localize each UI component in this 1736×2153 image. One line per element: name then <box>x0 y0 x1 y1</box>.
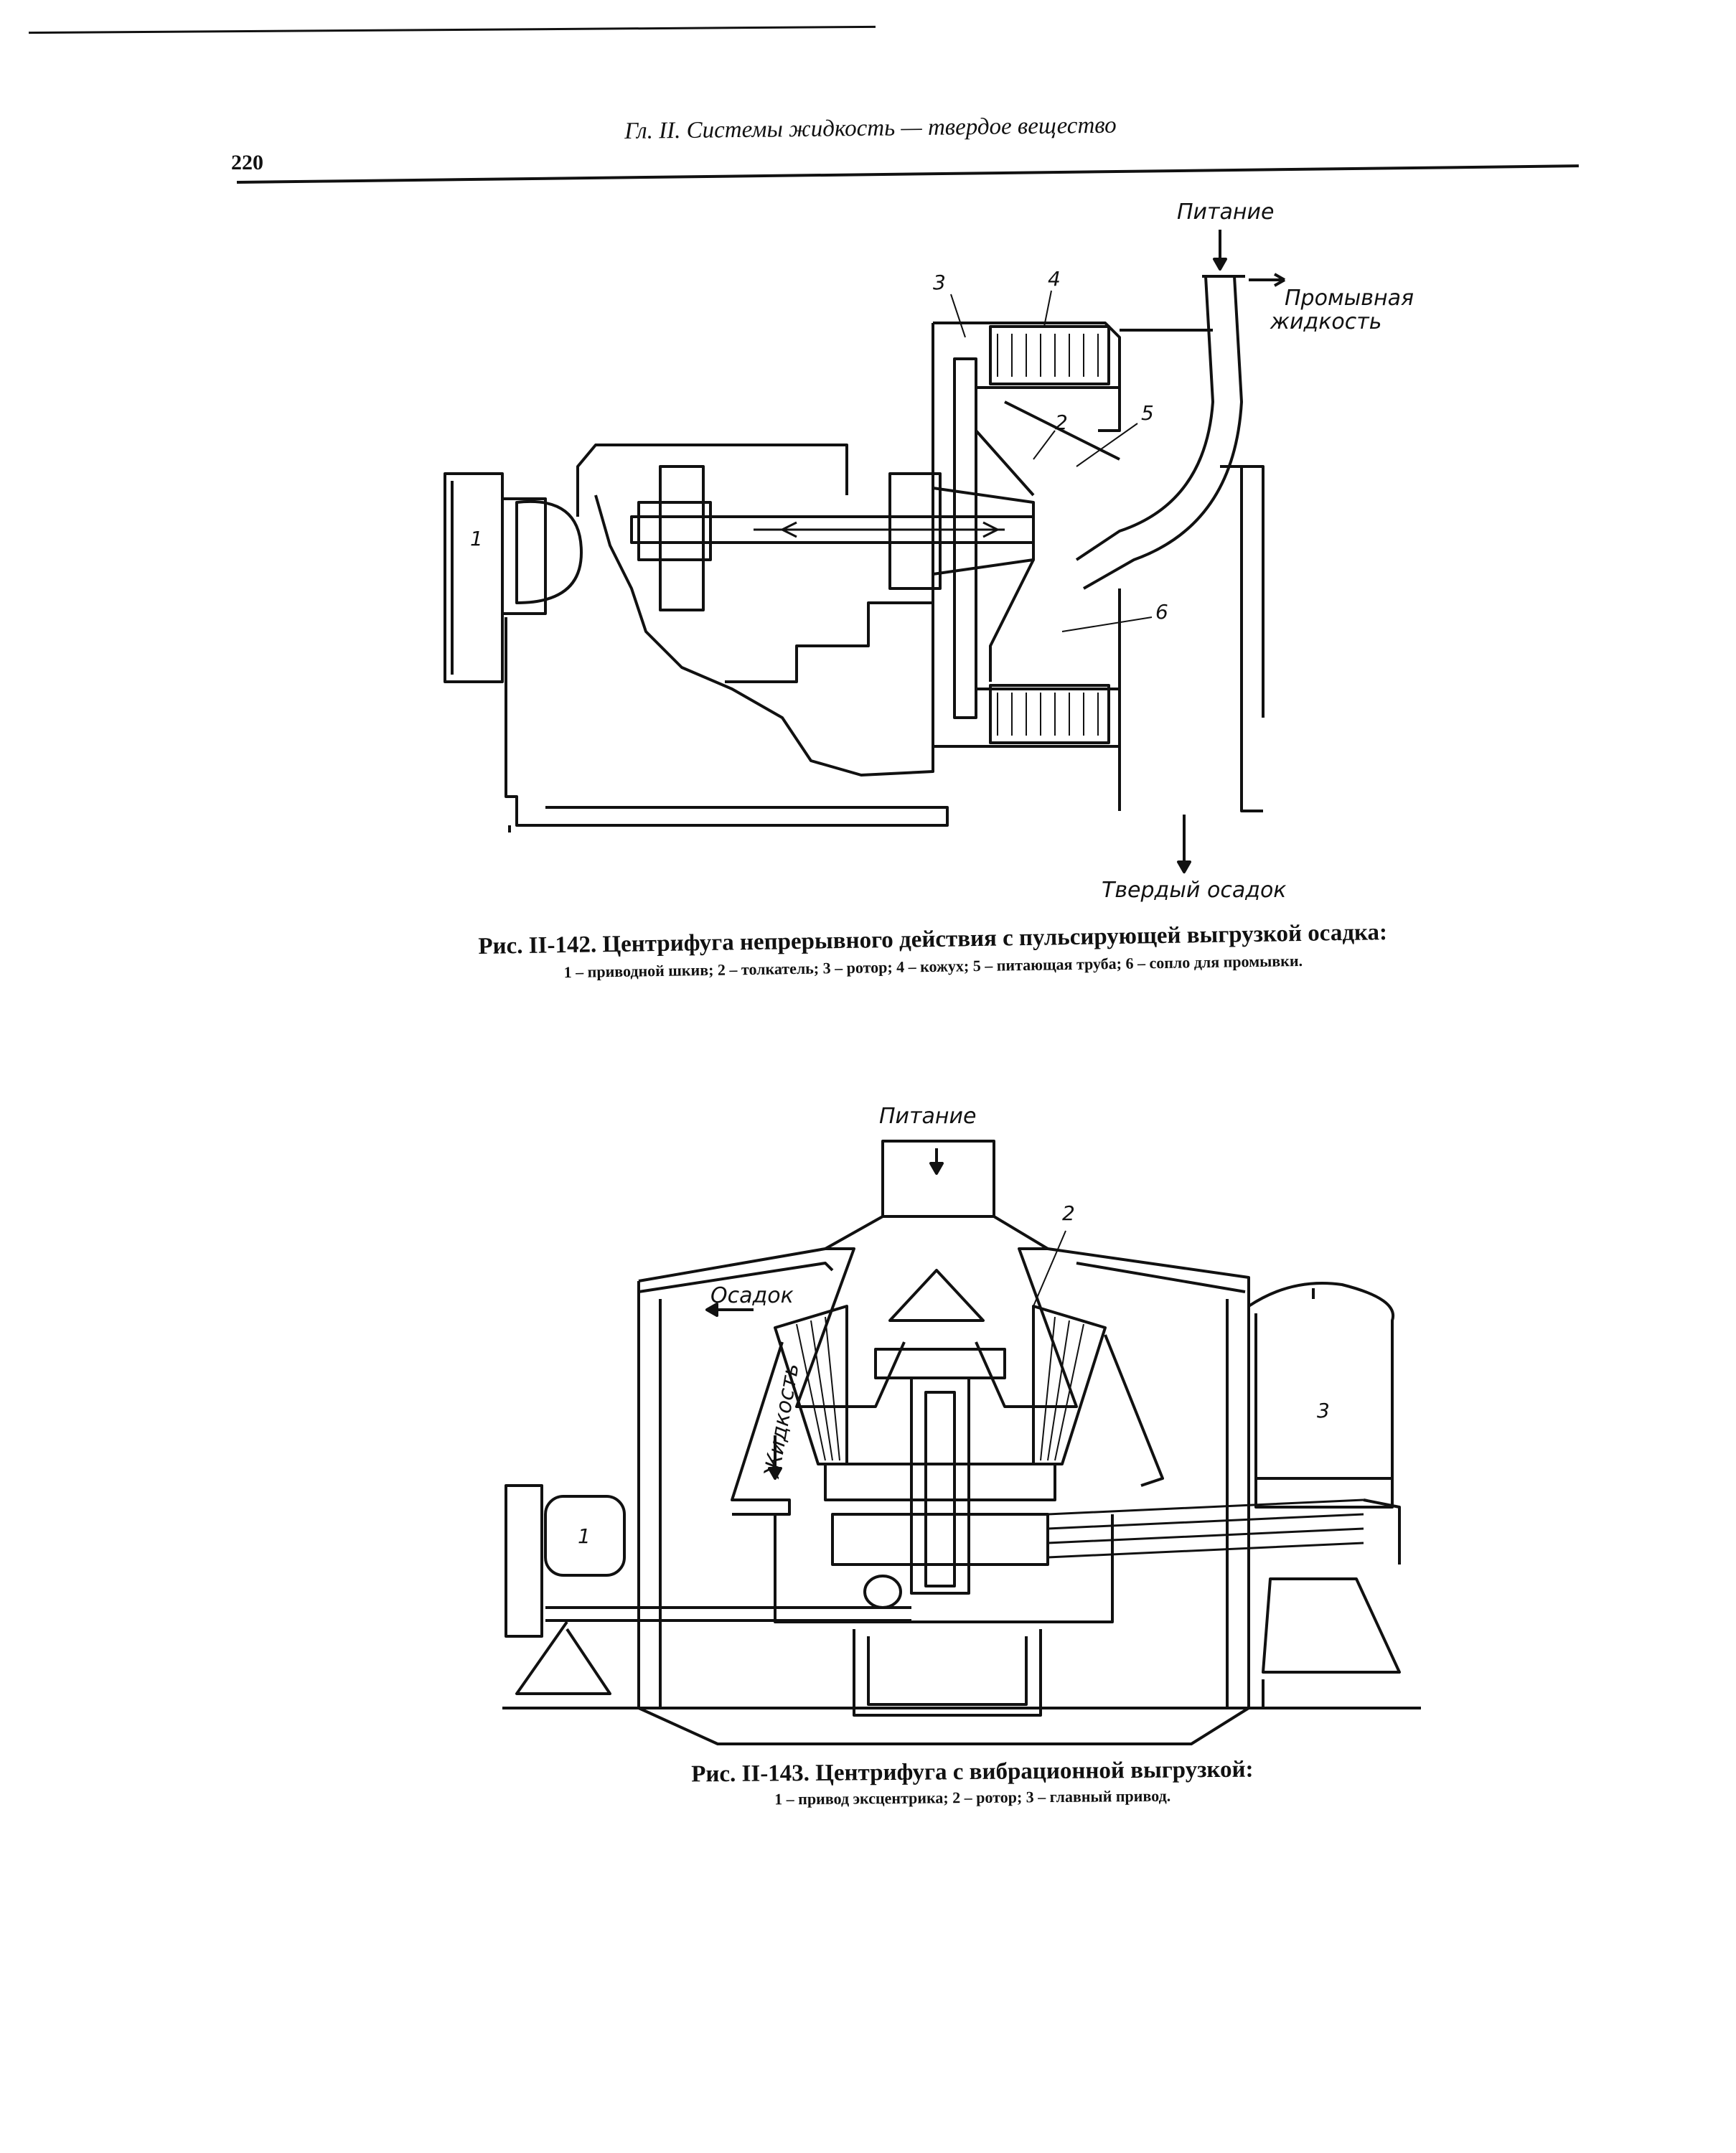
fig142-solid-label: Твердый осадок <box>1102 878 1286 903</box>
fig142-wash-label-line1: Промывная <box>1285 286 1414 311</box>
main-drive-shape <box>1247 1282 1395 1480</box>
feed-pipe-shape <box>1075 276 1214 561</box>
page-number: 220 <box>231 151 263 174</box>
fig143-sediment-label: Осадок <box>710 1283 794 1308</box>
central-shaft-shape <box>910 1376 970 1595</box>
fig143-number-3: 3 <box>1317 1399 1330 1422</box>
fig142-number-1: 1 <box>470 527 483 550</box>
fig143-number-2: 2 <box>1062 1201 1075 1225</box>
fig142-number-6: 6 <box>1155 600 1168 624</box>
fig142-number-2: 2 <box>1055 411 1068 434</box>
fig142-feed-label: Питание <box>1177 200 1274 225</box>
fig142-number-3: 3 <box>933 271 946 294</box>
fig142-number-4: 4 <box>1048 267 1061 291</box>
fig143-feed-label: Питание <box>879 1104 976 1129</box>
feed-hopper-shape <box>881 1140 995 1218</box>
fig143-number-1: 1 <box>578 1524 591 1548</box>
fig142-wash-label-line2: жидкость <box>1270 309 1381 334</box>
fig143-liquid-label: Жидкость <box>759 1361 804 1481</box>
fig143-caption-title: Рис. II-143. Центрифуга с вибрационной в… <box>691 1756 1254 1788</box>
base-frame-shape <box>505 617 949 827</box>
fig142-number-5: 5 <box>1141 401 1154 425</box>
rotor-casing-shape <box>933 322 1121 432</box>
eccentric-drive-shape <box>544 1495 626 1577</box>
fig143-caption: Рис. II-143. Центрифуга с вибрационной в… <box>632 1755 1314 1810</box>
